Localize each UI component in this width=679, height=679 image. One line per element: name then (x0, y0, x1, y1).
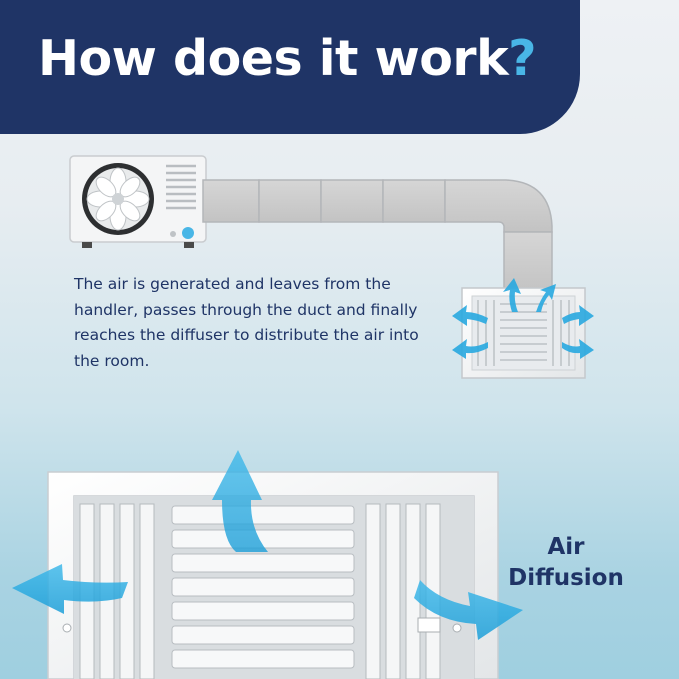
duct (202, 179, 553, 293)
fan-icon (82, 163, 154, 235)
header-banner (0, 0, 580, 134)
description-text: The air is generated and leaves from the… (74, 275, 419, 370)
right-arrow-icon (414, 580, 523, 640)
large-diffuser-grille (47, 471, 499, 679)
small-diffuser (461, 287, 586, 379)
title-text: How does it work (38, 30, 509, 87)
damper-control (62, 617, 462, 633)
air-diffusion-line-1: Air (547, 534, 585, 560)
up-arrow-icon (212, 450, 268, 552)
indicator-light (170, 231, 176, 237)
left-arrow-icon (12, 564, 128, 614)
center-louvers (171, 505, 355, 669)
question-mark: ? (508, 30, 537, 87)
small-airflow-arrows (452, 278, 594, 359)
vent-slats (166, 164, 196, 210)
air-diffusion-line-2: Diffusion (508, 565, 624, 591)
power-button-icon (182, 227, 194, 239)
page-title: How does it work? (38, 30, 537, 87)
air-handler-unit (69, 155, 207, 248)
large-airflow-arrows (12, 450, 523, 640)
